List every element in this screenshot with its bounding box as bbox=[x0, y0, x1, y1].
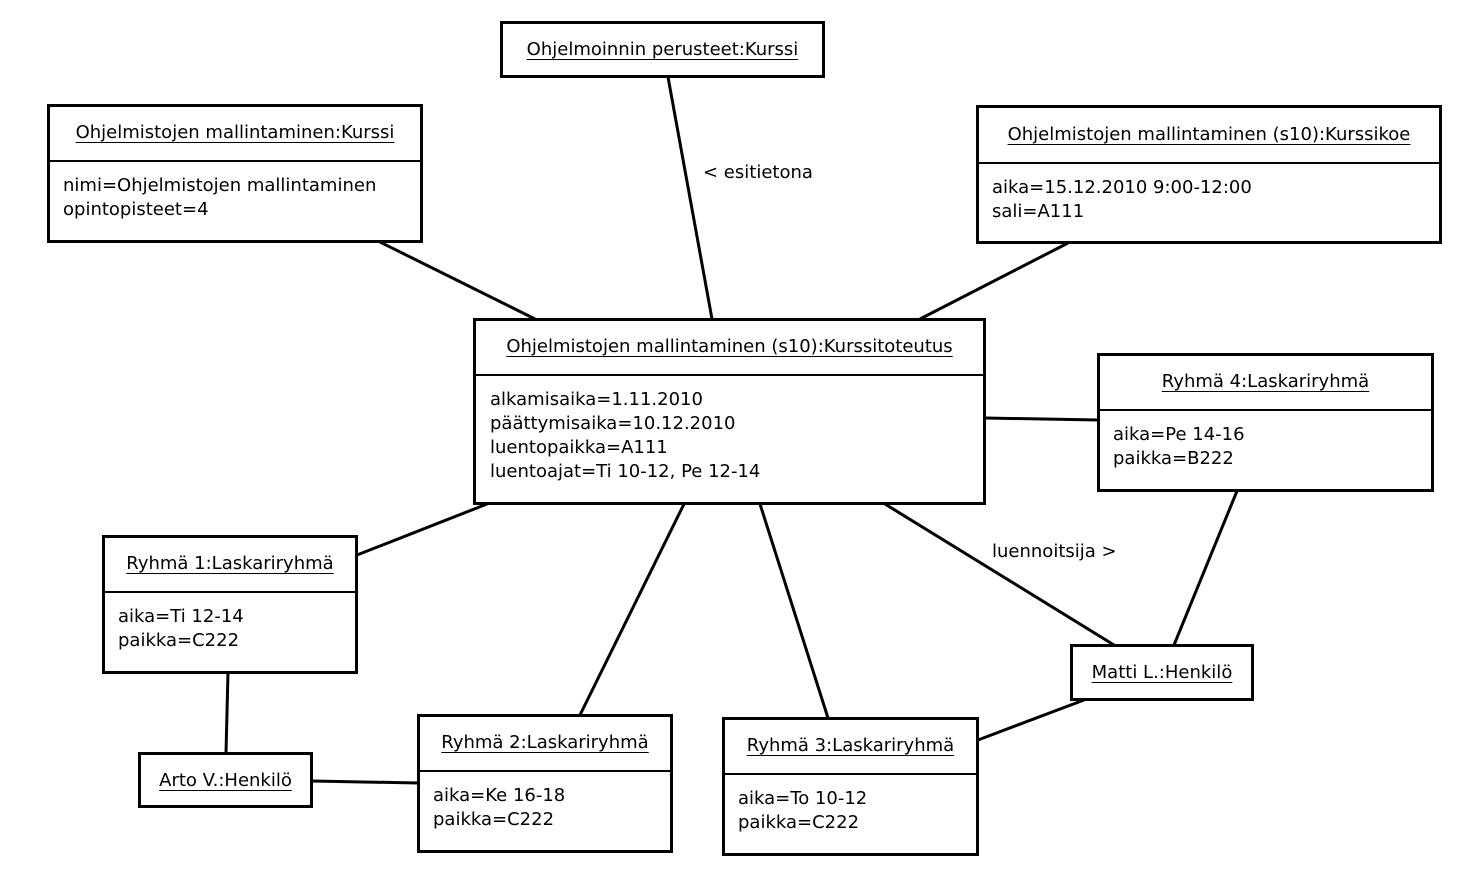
object-name-compartment: Ryhmä 1:Laskariryhmä bbox=[105, 538, 355, 593]
attribute-compartment: aika=To 10-12 paikka=C222 bbox=[725, 775, 976, 835]
object-ryhma-2[interactable]: Ryhmä 2:Laskariryhmä aika=Ke 16-18 paikk… bbox=[417, 714, 673, 853]
link-toteutus-ryhma4 bbox=[984, 416, 1099, 422]
attribute-compartment: aika=Pe 14-16 paikka=B222 bbox=[1100, 411, 1431, 471]
object-ohjelmoinnin-perusteet[interactable]: Ohjelmoinnin perusteet:Kurssi bbox=[500, 21, 825, 78]
object-name: Ohjelmistojen mallintaminen (s10):Kurssi… bbox=[1007, 124, 1411, 145]
object-name-compartment: Ryhmä 3:Laskariryhmä bbox=[725, 720, 976, 775]
attribute-compartment: nimi=Ohjelmistojen mallintaminen opintop… bbox=[50, 162, 420, 222]
attribute-paikka: paikka=B222 bbox=[1113, 448, 1234, 469]
object-ryhma-1[interactable]: Ryhmä 1:Laskariryhmä aika=Ti 12-14 paikk… bbox=[102, 535, 358, 674]
object-name-compartment: Ryhmä 2:Laskariryhmä bbox=[420, 717, 670, 772]
attribute-paikka: paikka=C222 bbox=[738, 812, 860, 833]
link-ryhma2-arto bbox=[311, 779, 419, 785]
object-name: Ryhmä 1:Laskariryhmä bbox=[126, 553, 334, 574]
attribute-opintopisteet: opintopisteet=4 bbox=[63, 199, 209, 220]
link-label-esitietona: < esitietona bbox=[703, 162, 813, 183]
attribute-compartment: aika=Ke 16-18 paikka=C222 bbox=[420, 772, 670, 832]
object-name: Ohjelmistojen mallintaminen (s10):Kurssi… bbox=[506, 336, 953, 357]
link-kurssikoe-toteutus bbox=[919, 241, 1069, 321]
object-kurssitoteutus[interactable]: Ohjelmistojen mallintaminen (s10):Kurssi… bbox=[473, 318, 986, 505]
object-name: Ryhmä 3:Laskariryhmä bbox=[746, 735, 955, 756]
link-ryhma3-matti bbox=[977, 698, 1085, 742]
object-ryhma-3[interactable]: Ryhmä 3:Laskariryhmä aika=To 10-12 paikk… bbox=[722, 717, 979, 856]
object-name: Ohjelmoinnin perusteet:Kurssi bbox=[526, 39, 799, 60]
object-name: Matti L.:Henkilö bbox=[1091, 662, 1233, 683]
attribute-compartment: aika=Ti 12-14 paikka=C222 bbox=[105, 593, 355, 653]
attribute-sali: sali=A111 bbox=[992, 201, 1085, 222]
attribute-alkamisaika: alkamisaika=1.11.2010 bbox=[490, 389, 703, 410]
object-name-compartment: Ohjelmistojen mallintaminen:Kurssi bbox=[50, 107, 420, 162]
attribute-paikka: paikka=C222 bbox=[433, 809, 555, 830]
object-name-compartment: Ohjelmistojen mallintaminen (s10):Kurssi… bbox=[476, 321, 983, 376]
link-toteutus-matti bbox=[884, 502, 1115, 647]
link-perusteet-toteutus bbox=[666, 76, 714, 320]
link-ryhma4-matti bbox=[1172, 490, 1239, 646]
object-name: Arto V.:Henkilö bbox=[159, 769, 292, 791]
attribute-nimi: nimi=Ohjelmistojen mallintaminen bbox=[63, 175, 377, 196]
attribute-aika: aika=To 10-12 bbox=[738, 788, 868, 809]
link-toteutus-ryhma1 bbox=[356, 502, 488, 557]
attribute-aika: aika=Ti 12-14 bbox=[118, 606, 244, 627]
object-name-compartment: Ohjelmistojen mallintaminen (s10):Kurssi… bbox=[979, 108, 1439, 164]
link-ryhma1-arto bbox=[224, 671, 230, 754]
attribute-compartment: alkamisaika=1.11.2010 päättymisaika=10.1… bbox=[476, 376, 983, 484]
attribute-compartment: aika=15.12.2010 9:00-12:00 sali=A111 bbox=[979, 164, 1439, 224]
object-name: Ohjelmistojen mallintaminen:Kurssi bbox=[75, 122, 395, 143]
link-kurssi-toteutus bbox=[379, 240, 536, 321]
attribute-luentopaikka: luentopaikka=A111 bbox=[490, 437, 668, 458]
attribute-aika: aika=15.12.2010 9:00-12:00 bbox=[992, 177, 1252, 198]
link-toteutus-ryhma3 bbox=[758, 503, 830, 719]
object-name: Ryhmä 2:Laskariryhmä bbox=[441, 732, 649, 753]
object-arto-v[interactable]: Arto V.:Henkilö bbox=[138, 752, 313, 808]
link-label-luennoitsija: luennoitsija > bbox=[992, 541, 1117, 562]
attribute-paattymisaika: päättymisaika=10.12.2010 bbox=[490, 413, 736, 434]
attribute-aika: aika=Pe 14-16 bbox=[1113, 424, 1245, 445]
object-matti-l[interactable]: Matti L.:Henkilö bbox=[1070, 644, 1254, 701]
attribute-aika: aika=Ke 16-18 bbox=[433, 785, 566, 806]
attribute-luentoajat: luentoajat=Ti 10-12, Pe 12-14 bbox=[490, 461, 761, 482]
link-toteutus-ryhma2 bbox=[578, 503, 686, 716]
object-ryhma-4[interactable]: Ryhmä 4:Laskariryhmä aika=Pe 14-16 paikk… bbox=[1097, 353, 1434, 492]
object-kurssi[interactable]: Ohjelmistojen mallintaminen:Kurssi nimi=… bbox=[47, 104, 423, 243]
attribute-paikka: paikka=C222 bbox=[118, 630, 240, 651]
object-name-compartment: Ryhmä 4:Laskariryhmä bbox=[1100, 356, 1431, 411]
object-name: Ryhmä 4:Laskariryhmä bbox=[1161, 371, 1370, 392]
object-kurssikoe[interactable]: Ohjelmistojen mallintaminen (s10):Kurssi… bbox=[976, 105, 1442, 244]
